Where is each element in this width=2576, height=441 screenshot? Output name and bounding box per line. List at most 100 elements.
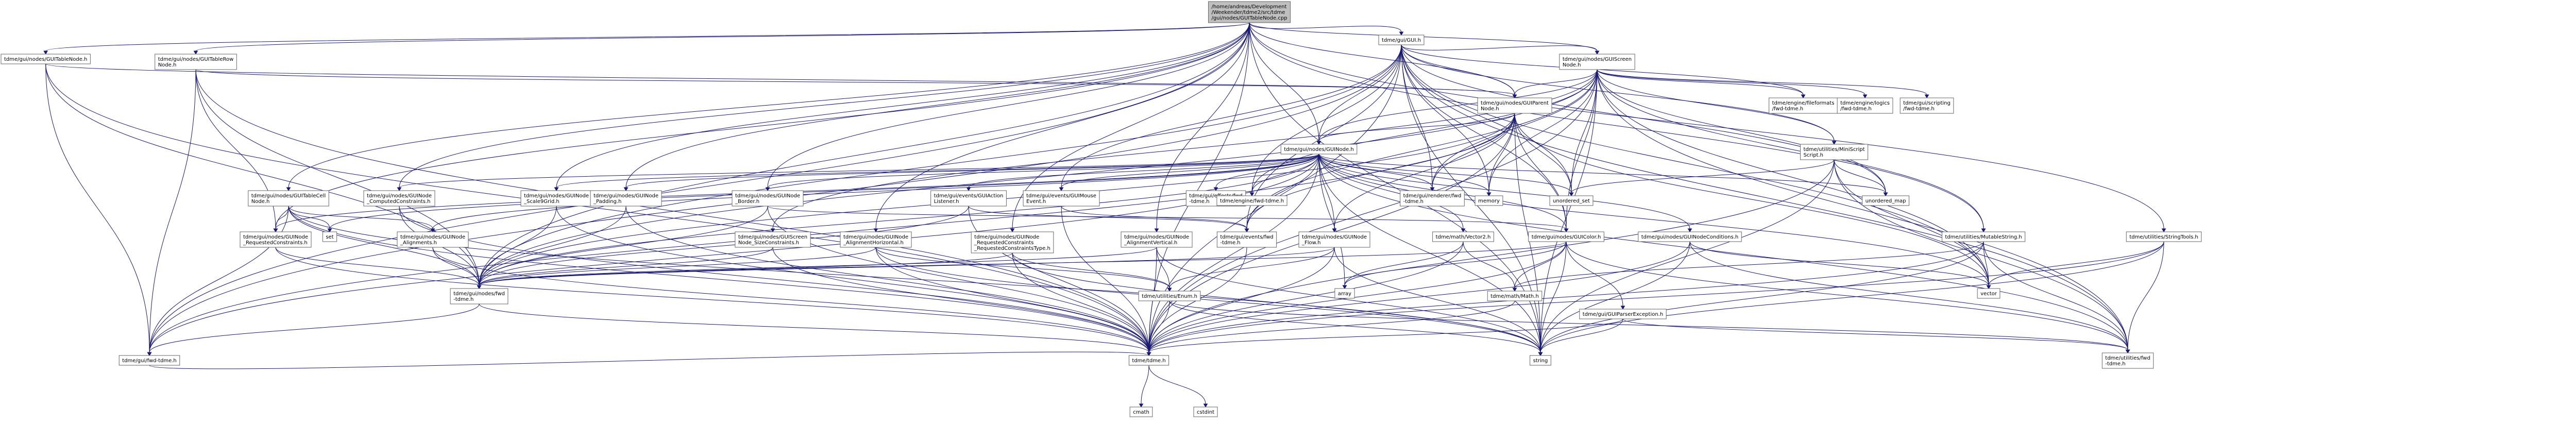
- node-cstdint[interactable]: cstdint: [1193, 406, 1218, 417]
- node-alignvert[interactable]: tdme/gui/nodes/GUINode_AlignmentVertical…: [1121, 231, 1193, 248]
- node-label-line: array: [1338, 291, 1351, 297]
- node-enginefwd[interactable]: tdme/engine/fwd-tdme.h: [1216, 195, 1287, 206]
- node-string[interactable]: string: [1530, 355, 1551, 366]
- edge-line: [288, 206, 480, 286]
- edge-line: [45, 63, 150, 353]
- node-reqconsttype[interactable]: tdme/gui/nodes/GUINode_RequestedConstrai…: [971, 231, 1054, 253]
- edge-guicolor-to-nodesfwd: [477, 241, 1567, 289]
- edge-line: [288, 206, 1541, 353]
- node-scale9grid[interactable]: tdme/gui/nodes/GUINode_Scale9Grid.h: [520, 190, 592, 207]
- edge-line: [625, 22, 1250, 188]
- node-label-line: tdme/engine/fwd-tdme.h: [1220, 198, 1284, 204]
- node-tdmeh[interactable]: tdme/tdme.h: [1128, 355, 1170, 366]
- edge-tablenode-to-nodesfwd: [45, 63, 482, 289]
- edge-miniscript-to-tdmeh: [1146, 159, 1835, 356]
- edge-arrowhead: [1883, 192, 1888, 196]
- edge-guinode-to-border: [765, 154, 1319, 191]
- edge-line: [1597, 69, 1835, 142]
- node-padding[interactable]: tdme/gui/nodes/GUINode_Padding.h: [590, 190, 662, 207]
- node-requestedconstraints[interactable]: tdme/gui/nodes/GUINode_RequestedConstrai…: [240, 231, 312, 248]
- node-box: [118, 355, 180, 366]
- edge-line: [149, 154, 1319, 353]
- node-scriptingfwd[interactable]: tdme/gui/scripting/fwd-tdme.h: [1900, 97, 1954, 114]
- edge-line: [875, 22, 1250, 229]
- node-box: [1475, 195, 1503, 206]
- edge-line: [1061, 44, 1402, 188]
- node-mathh[interactable]: tdme/math/Math.h: [1487, 291, 1543, 301]
- node-gui[interactable]: tdme/gui/GUI.h: [1378, 35, 1425, 45]
- edge-line: [288, 22, 1250, 188]
- edge-arrowhead: [1986, 285, 1991, 289]
- node-guicolor[interactable]: tdme/gui/nodes/GUIColor.h: [1528, 231, 1604, 242]
- node-label-line: _Scale9Grid.h: [523, 199, 560, 205]
- node-set[interactable]: set: [322, 231, 337, 242]
- edge-line: [1834, 159, 2128, 350]
- edge-alignments-to-tdmeh: [432, 247, 1151, 356]
- node-stringtools[interactable]: tdme/utilities/StringTools.h: [2126, 231, 2202, 242]
- node-guinode[interactable]: tdme/gui/nodes/GUINode.h: [1280, 144, 1358, 155]
- edge-tablerownode-to-nodesfwd: [195, 69, 482, 289]
- edge-parserexc-to-utilfwd: [1622, 318, 2130, 353]
- edge-line: [479, 247, 876, 286]
- node-logicsfwd[interactable]: tdme/engine/logics/fwd-tdme.h: [1837, 97, 1893, 114]
- edge-line: [45, 63, 1149, 353]
- node-vector[interactable]: vector: [1977, 288, 2001, 299]
- edge-arrowhead: [1801, 94, 1806, 98]
- node-label-line: /fwd-tdme.h: [1903, 106, 1935, 112]
- node-unordered_set[interactable]: unordered_set: [1549, 195, 1594, 206]
- node-label-line: tdme/gui/nodes/GUINode: [1124, 234, 1189, 240]
- node-mutablestring[interactable]: tdme/utilities/MutableString.h: [1941, 231, 2026, 242]
- node-box: [1432, 231, 1494, 242]
- edge-arrowhead: [1139, 403, 1144, 408]
- node-sizeconstraints[interactable]: tdme/gui/nodes/GUIScreenNode_SizeConstra…: [735, 231, 811, 248]
- edge-arrowhead: [770, 228, 775, 232]
- node-parserexc[interactable]: tdme/gui/GUIParserException.h: [1579, 309, 1667, 319]
- node-renderfwd[interactable]: tdme/gui/renderer/fwd-tdme.h: [1400, 190, 1465, 207]
- node-cmath[interactable]: cmath: [1129, 406, 1153, 417]
- edge-parserexc-to-string: [1538, 318, 1623, 356]
- node-box: [1193, 406, 1218, 417]
- node-guifwd[interactable]: tdme/gui/fwd-tdme.h: [118, 355, 180, 366]
- node-fileformatsfwd[interactable]: tdme/engine/fileformats/fwd-tdme.h: [1769, 97, 1838, 114]
- node-label-line: unordered_set: [1553, 198, 1590, 204]
- edge-line: [1148, 22, 1250, 353]
- edge-line: [479, 154, 1319, 286]
- node-box: [840, 231, 912, 248]
- edge-arrowhead: [1862, 94, 1868, 98]
- node-memory[interactable]: memory: [1475, 195, 1503, 206]
- node-root[interactable]: /home/andreas/Development/Weekender/tdme…: [1208, 1, 1291, 23]
- node-label-line: _AlignmentHorizontal.h: [843, 240, 904, 246]
- node-label-line: set: [326, 234, 333, 240]
- edge-nodeconditions-to-tdmeh: [1146, 241, 1690, 356]
- node-label-line: _AlignmentVertical.h: [1124, 240, 1177, 246]
- node-border[interactable]: tdme/gui/nodes/GUINode_Border.h: [732, 190, 804, 207]
- node-vector2[interactable]: tdme/math/Vector2.h: [1432, 231, 1494, 242]
- edge-line: [149, 351, 1149, 369]
- node-tablenode[interactable]: tdme/gui/nodes/GUITableNode.h: [1, 54, 91, 64]
- edge-nodeconditions-to-string: [1538, 241, 1690, 356]
- node-eventsfwd[interactable]: tdme/gui/events/fwd-tdme.h: [1216, 231, 1277, 248]
- node-enum[interactable]: tdme/utilities/Enum.h: [1138, 291, 1201, 301]
- node-array[interactable]: array: [1334, 288, 1355, 299]
- edge-root-to-reqconsttype: [1010, 22, 1250, 232]
- edge-arrowhead: [397, 187, 402, 191]
- node-utilfwd[interactable]: tdme/utilities/fwd-tdme.h: [2102, 352, 2154, 369]
- node-nodesfwd[interactable]: tdme/gui/nodes/fwd-tdme.h: [450, 288, 509, 304]
- node-flow[interactable]: tdme/gui/nodes/GUINode_Flow.h: [1298, 231, 1370, 248]
- edge-line: [1540, 241, 2164, 353]
- node-unordered_map[interactable]: unordered_map: [1862, 195, 1909, 206]
- node-alignments[interactable]: tdme/gui/nodes/GUINode_Alignments.h: [397, 231, 469, 248]
- edge-line: [1148, 241, 1690, 353]
- node-alignhoriz[interactable]: tdme/gui/nodes/GUINode_AlignmentHorizont…: [840, 231, 912, 248]
- edge-guinode-to-unordered_set: [1318, 154, 1574, 196]
- node-computedconstraints[interactable]: tdme/gui/nodes/GUINode_ComputedConstrain…: [363, 190, 435, 207]
- node-nodeconditions[interactable]: tdme/gui/nodes/GUINodeConditions.h: [1638, 231, 1742, 242]
- edge-tablecellnode-to-alignments: [288, 206, 435, 232]
